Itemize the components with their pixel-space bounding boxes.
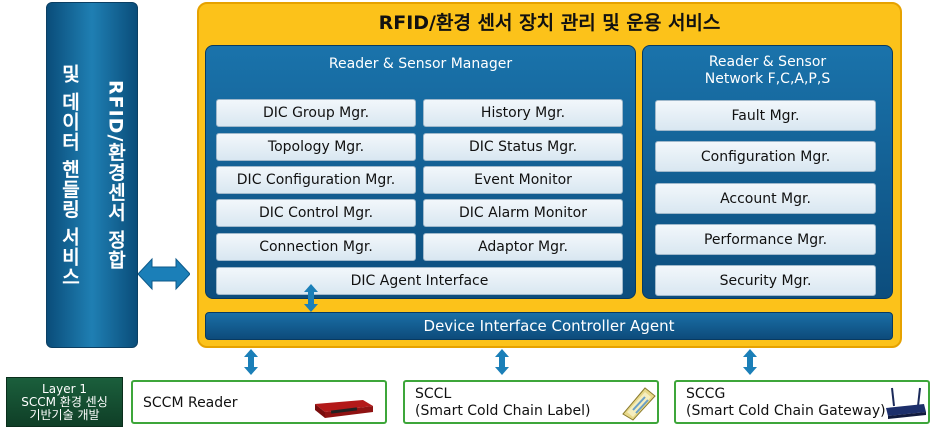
sccg-title: SCCG (686, 386, 726, 402)
gateway-router-icon (886, 387, 926, 419)
reader-device-icon (315, 400, 373, 418)
layer-label: Layer 1 SCCM 환경 센싱 기반기술 개발 (6, 377, 123, 427)
sccg-subtitle: (Smart Cold Chain Gateway) (686, 403, 886, 419)
sccm-reader-box[interactable]: SCCM Reader (131, 380, 387, 424)
integration-service-bar: RFID/환경센서 정합 및 데이터 핸들링 서비스 (46, 2, 138, 348)
fault-mgr[interactable]: Fault Mgr. (655, 100, 876, 131)
network-fcaps-panel (642, 45, 893, 299)
vertical-arrow-icon (244, 349, 258, 375)
connection-mgr[interactable]: Connection Mgr. (216, 233, 416, 261)
account-mgr[interactable]: Account Mgr. (655, 183, 876, 214)
vertical-arrow-icon (304, 284, 318, 312)
security-mgr[interactable]: Security Mgr. (655, 265, 876, 296)
dic-status-mgr[interactable]: DIC Status Mgr. (423, 133, 623, 161)
service-label-line1: RFID/환경센서 정합 (104, 79, 127, 270)
layer-line1: Layer 1 (42, 381, 87, 396)
sccm-reader-label: SCCM Reader (143, 395, 238, 411)
label-tag-icon (622, 387, 656, 421)
configuration-mgr[interactable]: Configuration Mgr. (655, 141, 876, 172)
layer-line3: 기반기술 개발 (29, 407, 100, 422)
sccl-box[interactable]: SCCL (Smart Cold Chain Label) (403, 380, 659, 424)
dic-control-mgr[interactable]: DIC Control Mgr. (216, 199, 416, 227)
dic-agent-interface[interactable]: DIC Agent Interface (216, 267, 623, 295)
reader-sensor-manager-title: Reader & Sensor Manager (328, 56, 513, 72)
bidirectional-arrow-icon (138, 257, 190, 291)
sccl-title: SCCL (415, 386, 452, 402)
performance-mgr[interactable]: Performance Mgr. (655, 224, 876, 255)
sccl-subtitle: (Smart Cold Chain Label) (415, 403, 591, 419)
device-interface-controller-agent[interactable]: Device Interface Controller Agent (205, 312, 893, 340)
vertical-arrow-icon (495, 349, 509, 375)
service-label-line2: 및 데이터 핸들링 서비스 (58, 63, 81, 287)
history-mgr[interactable]: History Mgr. (423, 99, 623, 127)
adaptor-mgr[interactable]: Adaptor Mgr. (423, 233, 623, 261)
dic-group-mgr[interactable]: DIC Group Mgr. (216, 99, 416, 127)
layer-line2: SCCM 환경 센싱 (21, 394, 108, 409)
dic-alarm-monitor[interactable]: DIC Alarm Monitor (423, 199, 623, 227)
network-fcaps-title-line2: Network F,C,A,P,S (704, 71, 831, 87)
topology-mgr[interactable]: Topology Mgr. (216, 133, 416, 161)
event-monitor[interactable]: Event Monitor (423, 166, 623, 194)
sccg-box[interactable]: SCCG (Smart Cold Chain Gateway) (674, 380, 930, 424)
dic-configuration-mgr[interactable]: DIC Configuration Mgr. (216, 166, 416, 194)
vertical-arrow-icon (743, 349, 757, 375)
main-title: RFID/환경 센서 장치 관리 및 운용 서비스 (378, 12, 721, 34)
network-fcaps-title-line1: Reader & Sensor (708, 54, 827, 70)
